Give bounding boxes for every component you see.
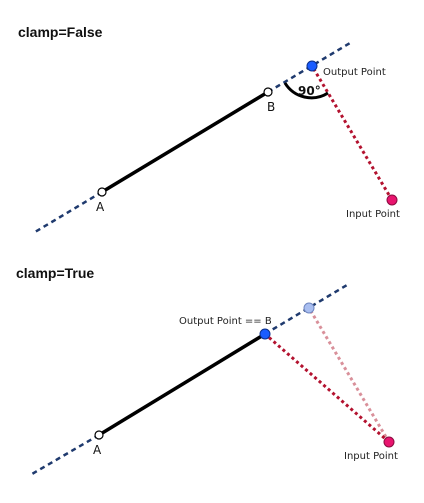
point-a-label: A — [93, 443, 102, 457]
panel-title: clamp=True — [16, 265, 94, 281]
input-point-label: Input Point — [344, 451, 398, 462]
clamped-projection-line — [264, 332, 390, 444]
input-point-label: Input Point — [346, 209, 400, 220]
projection-line — [310, 65, 394, 201]
panel-clamp-true: clamp=True A Output Point == B Input Poi… — [16, 265, 398, 476]
unclamped-projection-line — [307, 307, 391, 443]
point-a-label: A — [96, 200, 105, 214]
output-point[interactable] — [306, 60, 318, 72]
output-point[interactable] — [259, 328, 271, 340]
panel-title: clamp=False — [18, 24, 103, 40]
angle-label: 90° — [298, 84, 321, 98]
unclamped-output-point — [303, 302, 315, 314]
point-a[interactable] — [94, 430, 104, 440]
line-extension-before-a — [34, 190, 103, 234]
output-point-label: Output Point == B — [179, 316, 272, 327]
point-b[interactable] — [263, 87, 273, 97]
input-point[interactable] — [383, 436, 395, 448]
right-angle-arc — [283, 82, 329, 100]
point-a[interactable] — [97, 187, 107, 197]
point-b-label: B — [267, 100, 275, 114]
input-point[interactable] — [386, 194, 398, 206]
output-point-label: Output Point — [323, 67, 386, 78]
panel-clamp-false: clamp=False 90° A B Output Point Input P… — [18, 24, 400, 234]
line-extension-before-a — [31, 433, 100, 476]
segment-ab — [101, 90, 269, 194]
segment-ab — [98, 332, 266, 437]
